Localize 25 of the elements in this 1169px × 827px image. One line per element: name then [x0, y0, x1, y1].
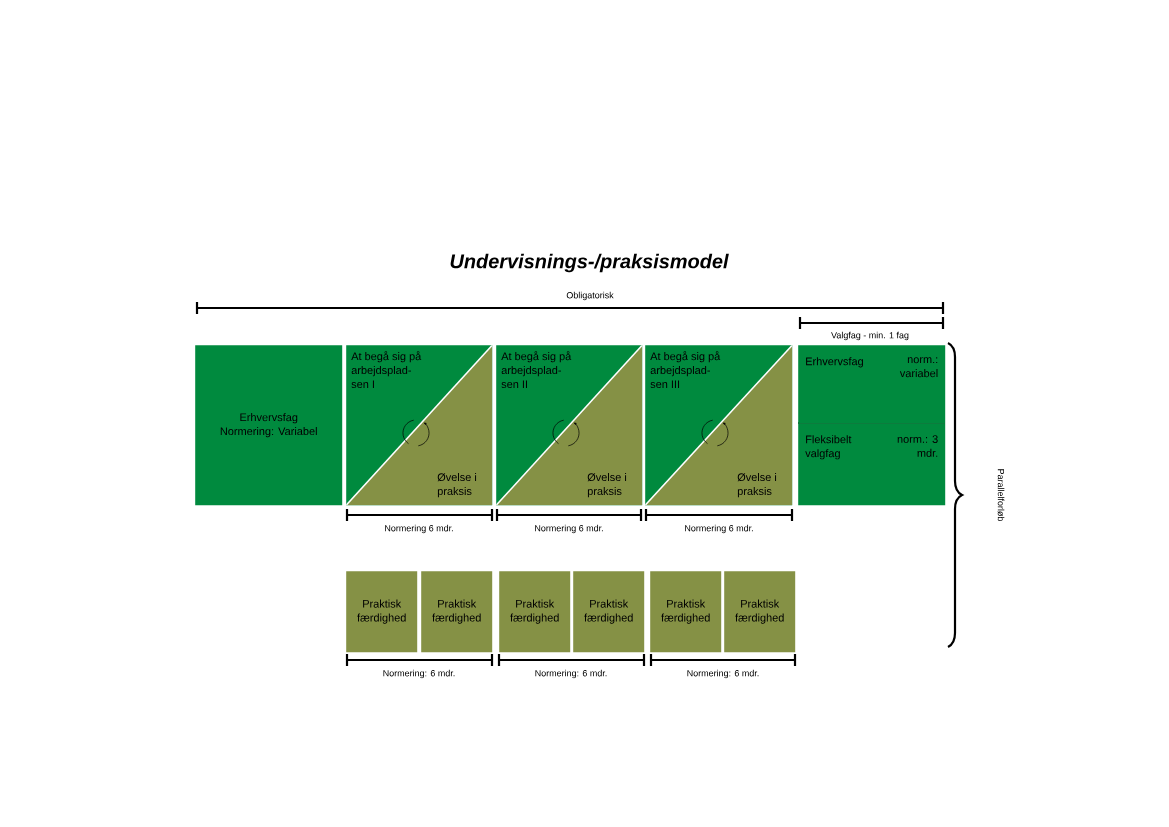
- axis-label: Parallelforløb: [997, 469, 1005, 521]
- title: Undervisnings-/praksismodel: [450, 253, 729, 273]
- dimension-label: Normering: 6 mdr.: [535, 669, 607, 679]
- node-label: Erhvervsfag: [806, 357, 863, 368]
- split-course-box: At begå sig på arbejdsplad- sen III Øvelse i praksis: [645, 345, 793, 506]
- course-box: Erhvervsfag Normering: Variabel: [195, 345, 343, 506]
- skill-box: Praktisk færdighed: [724, 571, 796, 653]
- skill-box: Praktisk færdighed: [346, 571, 418, 653]
- node-label: Fleksibelt valgfag: [805, 435, 852, 460]
- dimension-label: Normering: 6 mdr.: [383, 669, 455, 679]
- elective-box: Fleksibelt valgfag norm.: 3 mdr.: [798, 423, 946, 506]
- split-course-box: At begå sig på arbejdsplad- sen I Øvelse i praksis: [346, 345, 493, 506]
- node-label: norm.: variabel: [899, 357, 938, 378]
- split-course-box: At begå sig på arbejdsplad- sen II Øvelse i praksis: [496, 345, 643, 506]
- dimension-label: Normering 6 mdr.: [385, 524, 453, 534]
- elective-box: Erhvervsfag norm.: variabel: [798, 345, 946, 424]
- dimension-label: Obligatorisk: [566, 291, 614, 301]
- skill-box: Praktisk færdighed: [499, 571, 571, 653]
- dimension-label: Normering 6 mdr.: [685, 524, 753, 534]
- node-label: norm.: 3 mdr.: [897, 435, 938, 457]
- skill-box: Praktisk færdighed: [650, 571, 722, 653]
- skill-box: Praktisk færdighed: [573, 571, 645, 653]
- skill-box: Praktisk færdighed: [421, 571, 493, 653]
- dimension-label: Normering: 6 mdr.: [687, 669, 759, 679]
- dimension-label: Normering 6 mdr.: [535, 524, 603, 534]
